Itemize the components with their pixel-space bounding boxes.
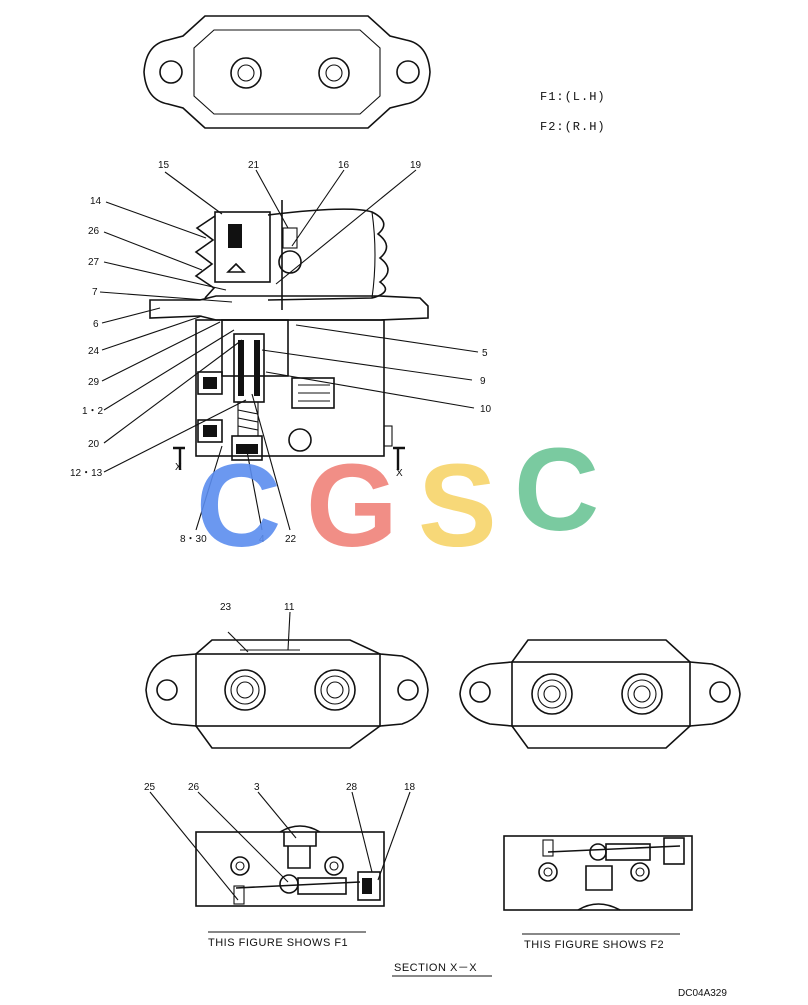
callout-10: 10 [480, 404, 492, 415]
section-mark-right: X [396, 468, 403, 479]
section-xx-f2 [503, 835, 693, 911]
bottom-view-f2 [459, 639, 741, 749]
callout-12-13: 12・13 [70, 468, 103, 479]
callout-24: 24 [88, 346, 100, 357]
bottom-view-f1 [145, 611, 429, 749]
callout-4: 4 [259, 534, 265, 545]
callout-20: 20 [88, 439, 100, 450]
section-title: SECTION X－X [394, 962, 477, 974]
section-mark-left: X [175, 462, 182, 473]
callout-3: 3 [254, 782, 260, 793]
callout-19: 19 [410, 160, 422, 171]
callout-9: 9 [480, 376, 486, 387]
callout-25: 25 [144, 782, 156, 793]
section-xx-f1 [195, 825, 385, 907]
callout-8-30: 8・30 [180, 534, 207, 545]
callout-26-section: 26 [188, 782, 200, 793]
callout-28: 28 [346, 782, 358, 793]
watermark-letter-c1: C [196, 440, 281, 572]
main-section-view [149, 200, 429, 470]
top-view [143, 15, 431, 129]
callout-6: 6 [93, 319, 99, 330]
callout-5: 5 [482, 348, 488, 359]
callout-22: 22 [285, 534, 297, 545]
watermark-letter-c2: C [514, 424, 599, 556]
callout-15: 15 [158, 160, 170, 171]
callout-29: 29 [88, 377, 100, 388]
callout-16: 16 [338, 160, 350, 171]
legend-f1: F1:(L.H) [540, 90, 606, 104]
callout-7: 7 [92, 287, 98, 298]
callout-18: 18 [404, 782, 416, 793]
leader-lines-section [149, 791, 411, 901]
callout-23: 23 [220, 602, 232, 613]
f1-caption: THIS FIGURE SHOWS F1 [208, 937, 348, 949]
watermark-letter-g: G [306, 440, 398, 572]
f2-caption: THIS FIGURE SHOWS F2 [524, 939, 664, 951]
callout-1-2: 1・2 [82, 406, 104, 417]
leader-lines-main [99, 169, 479, 531]
watermark: C G S C [196, 424, 599, 572]
callout-14: 14 [90, 196, 102, 207]
drawing-code: DC04A329 [678, 988, 727, 999]
callout-26: 26 [88, 226, 100, 237]
watermark-letter-s: S [418, 440, 497, 572]
callout-11: 11 [284, 602, 295, 613]
callout-27: 27 [88, 257, 100, 268]
callout-21: 21 [248, 160, 260, 171]
legend-f2: F2:(R.H) [540, 120, 606, 134]
